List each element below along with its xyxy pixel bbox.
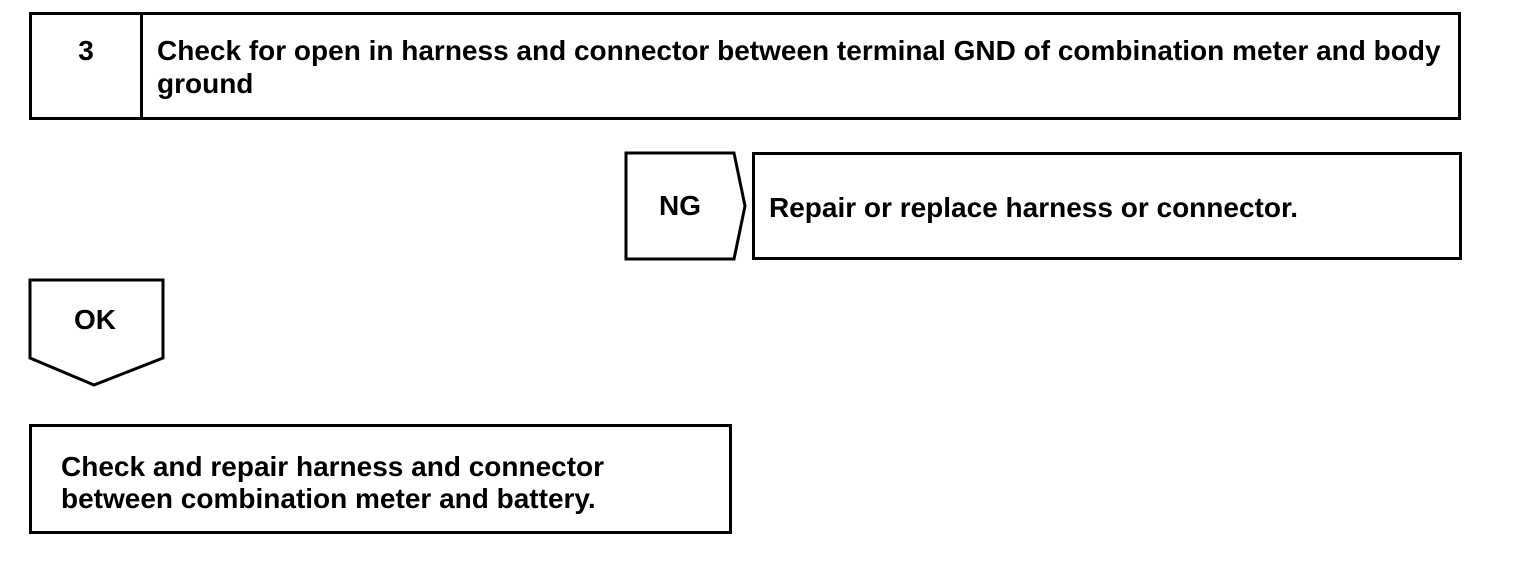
ok-label: OK	[74, 304, 116, 335]
step-header-box: 3 Check for open in harness and connecto…	[29, 12, 1461, 120]
ok-result-box: Check and repair harness and connector b…	[29, 424, 732, 534]
step-number-cell: 3	[32, 15, 143, 117]
down-arrow-tag-icon	[28, 278, 165, 387]
step-title: Check for open in harness and connector …	[157, 35, 1441, 99]
ng-arrow-tag: NG	[624, 151, 748, 261]
ng-label: NG	[659, 190, 701, 221]
step-number: 3	[78, 35, 94, 66]
ng-result-text: Repair or replace harness or connector.	[769, 192, 1299, 223]
ok-arrow-tag: OK	[28, 278, 166, 388]
right-arrow-tag-icon	[624, 151, 747, 261]
ok-result-text: Check and repair harness and connector b…	[61, 451, 605, 514]
ng-result-box: Repair or replace harness or connector.	[752, 152, 1462, 260]
